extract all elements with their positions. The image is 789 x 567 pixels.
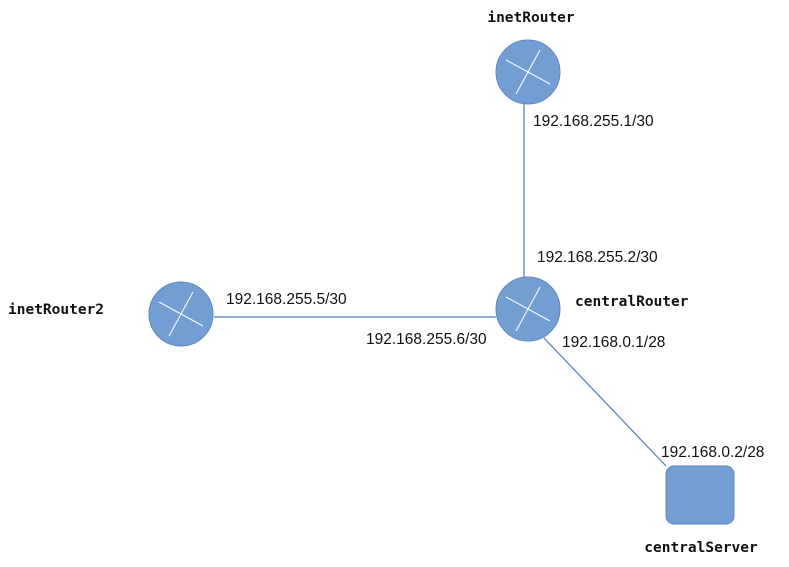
ip-label-centralrouter-west: 192.168.255.6/30 [366,331,487,348]
ip-label-centralserver: 192.168.0.2/28 [661,444,764,461]
node-label-centralrouter: centralRouter [575,294,689,310]
router-icon [148,281,214,347]
link-centralrouter-centralserver [543,337,667,467]
node-label-inetrouter: inetRouter [487,10,575,26]
ip-label-inetrouter2: 192.168.255.5/30 [226,291,347,308]
inetrouter2-node[interactable]: inetRouter2 [8,281,214,347]
centralrouter-node[interactable]: centralRouter [495,276,689,342]
node-label-centralserver: centralServer [644,540,758,556]
router-icon [495,39,561,105]
inetrouter-node[interactable]: inetRouter [487,10,575,105]
ip-label-inetrouter: 192.168.255.1/30 [533,113,654,130]
ip-label-centralrouter-uplink: 192.168.255.2/30 [537,249,658,266]
centralserver-node[interactable]: centralServer [644,465,758,556]
server-icon [665,465,735,525]
router-icon [495,276,561,342]
node-label-inetrouter2: inetRouter2 [8,302,104,318]
ip-label-centralrouter-lan: 192.168.0.1/28 [562,334,665,351]
